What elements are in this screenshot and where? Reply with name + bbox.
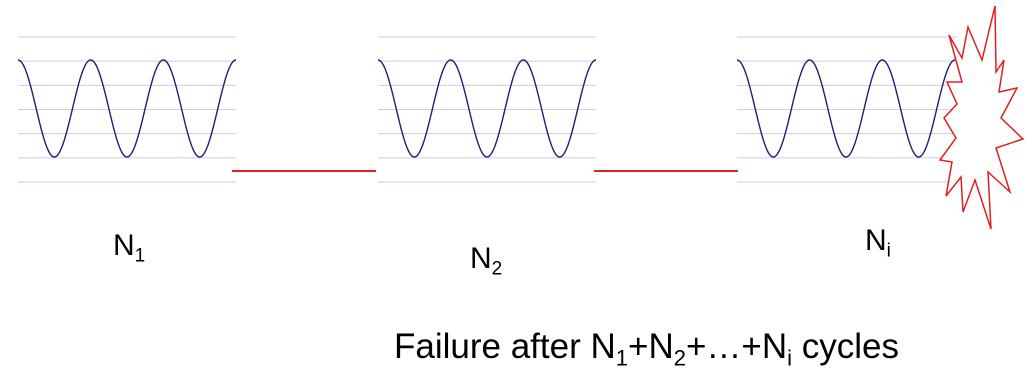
failure-burst-icon — [938, 5, 1025, 230]
block-3-sine-wave — [736, 59, 956, 158]
block-2-label-main: N — [470, 242, 492, 275]
block-2 — [377, 36, 597, 183]
block-1 — [17, 36, 237, 183]
caption-term2-sub: 2 — [673, 345, 686, 371]
caption-term1-main: N — [590, 327, 616, 366]
block-1-grid — [18, 36, 236, 183]
caption-suffix: cycles — [792, 327, 900, 366]
caption-term1-sub: 1 — [615, 345, 628, 371]
caption-term2-main: N — [648, 327, 674, 366]
block-1-label-sub: 1 — [134, 245, 146, 267]
caption-plus: + — [628, 327, 649, 366]
caption-term3-main: N — [761, 327, 788, 366]
block-1-sine-wave — [17, 59, 237, 158]
block-3-label-sub: i — [886, 240, 891, 262]
block-3-label-main: N — [865, 224, 887, 257]
block-2-label-sub: 2 — [491, 258, 503, 280]
block-2-label: N2 — [470, 244, 502, 279]
caption-middle: +…+ — [685, 327, 762, 366]
block-1-label: N1 — [113, 231, 145, 266]
caption-prefix: Failure after — [394, 327, 591, 366]
block-3-grid — [737, 36, 957, 183]
failure-caption: Failure after N1+N2+…+Ni cycles — [394, 327, 899, 372]
block-2-grid — [378, 36, 596, 183]
caption-term3-sub: i — [787, 345, 793, 371]
block-3-label: Ni — [865, 226, 891, 261]
block-3 — [736, 36, 957, 183]
block-1-label-main: N — [113, 229, 135, 262]
block-2-sine-wave — [377, 59, 597, 158]
